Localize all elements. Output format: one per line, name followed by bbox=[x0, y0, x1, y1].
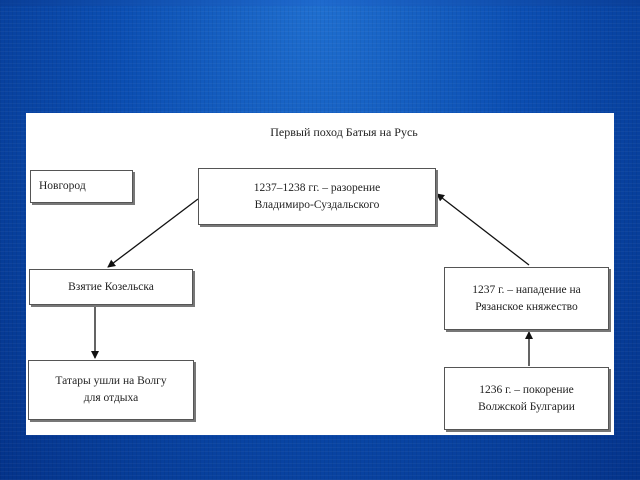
diagram-title: Первый поход Батыя на Русь bbox=[270, 125, 418, 139]
diagram-panel: Первый поход Батыя на Русь Новгород 1237… bbox=[26, 113, 614, 435]
box-kozelsk-text: Взятие Козельска bbox=[68, 280, 154, 293]
box-bulgaria-text: 1236 г. – покорение Волжской Булгарии bbox=[478, 383, 575, 413]
box-volga-text: Татары ушли на Волгу для отдыха bbox=[55, 375, 167, 404]
box-volga: Татары ушли на Волгу для отдыха bbox=[28, 360, 194, 420]
slide-top-bar bbox=[0, 0, 640, 6]
box-ryazan: 1237 г. – нападение на Рязанское княжест… bbox=[444, 267, 609, 330]
box-vladimir: 1237–1238 гг. – разорение Владимиро-Сузд… bbox=[198, 168, 436, 225]
arrow-vladimir-to-kozelsk bbox=[107, 198, 199, 268]
box-kozelsk: Взятие Козельска bbox=[29, 269, 193, 305]
box-bulgaria: 1236 г. – покорение Волжской Булгарии bbox=[444, 367, 609, 430]
arrows-layer bbox=[91, 193, 533, 366]
arrow-ryazan-to-vladimir bbox=[436, 193, 530, 266]
box-novgorod-text: Новгород bbox=[39, 180, 86, 192]
box-vladimir-text: 1237–1238 гг. – разорение Владимиро-Сузд… bbox=[253, 181, 381, 211]
box-novgorod: Новгород bbox=[30, 170, 133, 203]
box-ryazan-text: 1237 г. – нападение на Рязанское княжест… bbox=[472, 283, 581, 313]
